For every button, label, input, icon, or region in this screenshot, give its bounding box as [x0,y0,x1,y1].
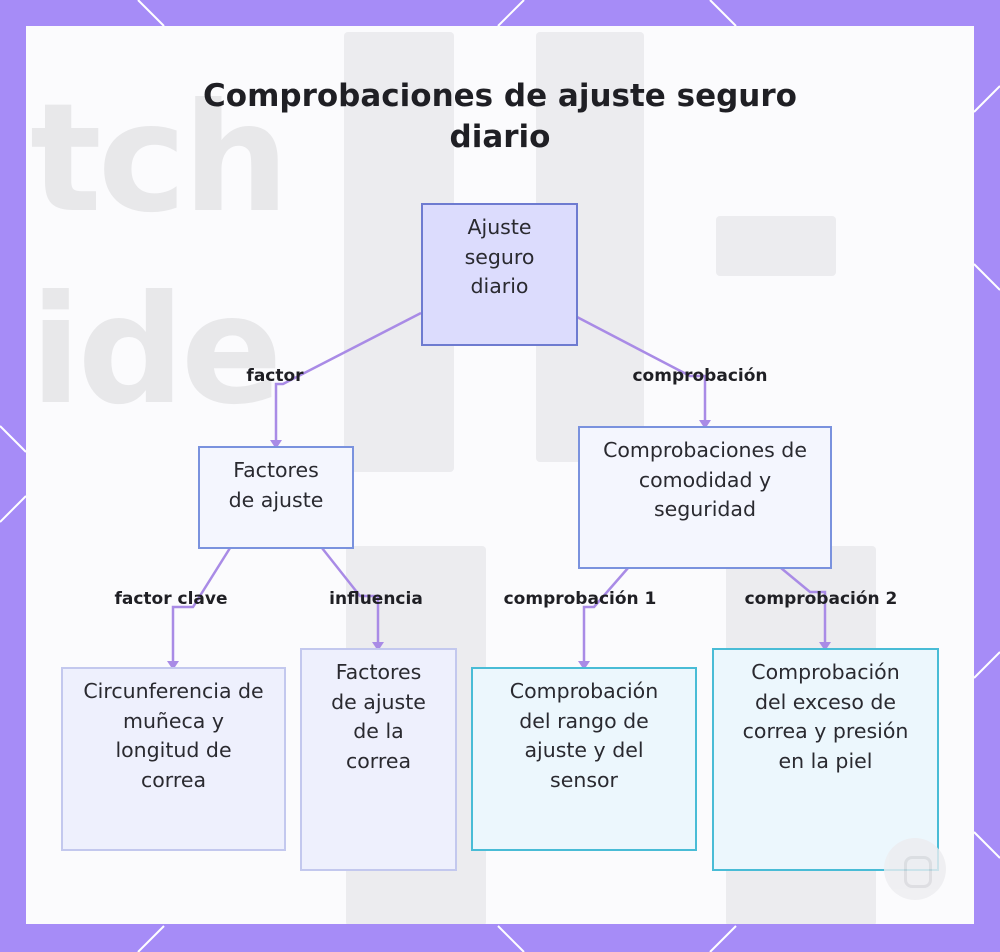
edge-label-comprobacion-2: comprobación 2 [744,589,898,609]
edge-label-comprobacion: comprobación [632,366,768,386]
edge-label-factor-clave: factor clave [114,589,228,609]
node-comfort-checks[interactable]: Comprobaciones de comodidad y seguridad [578,426,832,569]
background-text: tch [30,72,289,246]
edge-label-comprobacion-1: comprobación 1 [503,589,657,609]
background-text: ide [30,264,283,438]
edge-comprobacion-1 [582,567,629,667]
edge-factor [274,311,422,446]
node-fit-factors[interactable]: Factores de ajuste [198,446,354,549]
arrowhead [372,642,384,651]
node-range-sensor-check[interactable]: Comprobación del rango de ajuste y del s… [471,667,697,851]
arrowhead [578,661,590,670]
edge-label-factor: factor [246,366,304,386]
edge-comprobacion [576,315,707,426]
background-watch-body [716,216,836,276]
node-root[interactable]: Ajuste seguro diario [421,203,578,346]
node-excess-pressure-check[interactable]: Comprobación del exceso de correa y pres… [712,648,939,871]
node-wrist-circumference[interactable]: Circunferencia de muñeca y longitud de c… [61,667,286,851]
node-strap-fit-factors[interactable]: Factores de ajuste de la correa [300,648,457,871]
edge-factor-clave [171,547,232,667]
arrowhead [167,661,179,670]
edge-influencia [321,547,380,648]
arrowhead [819,642,831,651]
arrowhead [270,440,282,449]
edge-label-influencia: influencia [329,589,423,609]
edge-comprobacion-2 [780,567,827,648]
logo-icon [884,838,946,900]
diagram-title: Comprobaciones de ajuste seguro diario [203,78,797,155]
arrowhead [699,420,711,429]
